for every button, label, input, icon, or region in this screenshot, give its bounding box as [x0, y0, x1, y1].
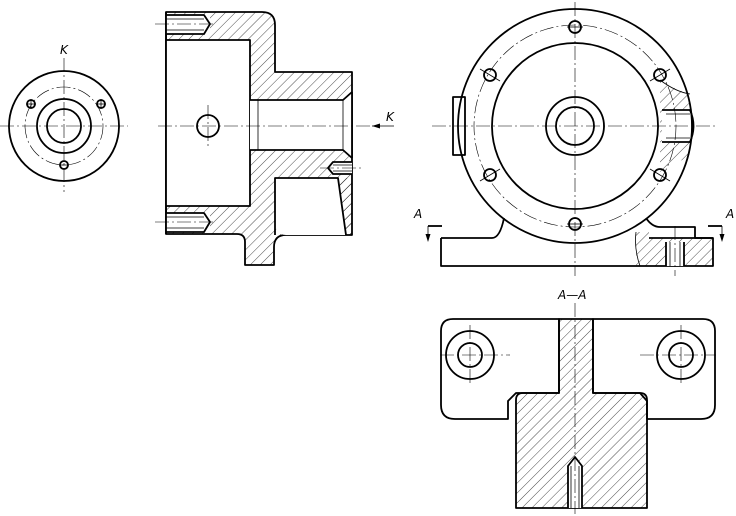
- section-label-right: A: [725, 207, 734, 221]
- bolt-hole: [653, 168, 667, 182]
- section-a-a: A—A: [440, 288, 716, 514]
- front-section-view: K: [155, 11, 395, 266]
- bolt-hole: [483, 168, 497, 182]
- bolt-hole: [483, 68, 497, 82]
- side-view: A A: [413, 2, 734, 276]
- section-label-left: A: [413, 207, 422, 221]
- bolt-hole: [653, 68, 667, 82]
- view-k-label: K: [60, 43, 69, 57]
- view-k: K: [0, 43, 128, 192]
- section-title: A—A: [557, 288, 586, 302]
- view-k-arrow-label: K: [386, 110, 395, 124]
